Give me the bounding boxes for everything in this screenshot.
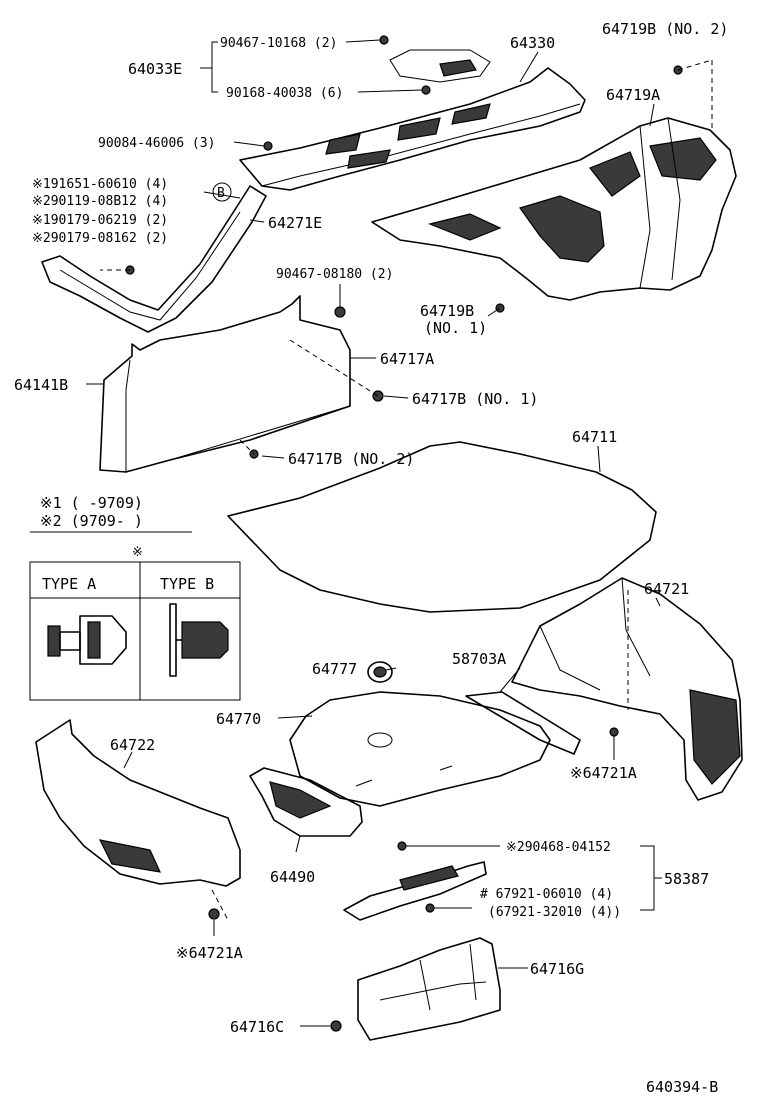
label-290468: ※290468-04152: [506, 840, 611, 855]
label-90168-40038: 90168-40038 (6): [226, 86, 343, 101]
diagram-id: 640394-B: [646, 1078, 718, 1096]
label-58387: 58387: [664, 870, 709, 888]
label-64721A-left: ※64721A: [176, 944, 243, 962]
clip-type-b-icon: [169, 603, 229, 677]
note-1: ※1 ( -9709): [40, 494, 143, 512]
circle-b-text: B: [217, 186, 225, 201]
part-labels: 64033E 90467-10168 (2) 90168-40038 (6) 6…: [14, 20, 728, 1096]
label-64719B-no1: (NO. 1): [424, 319, 487, 337]
label-64719A: 64719A: [606, 86, 660, 104]
deck-board-64770: [289, 691, 551, 807]
cover-58703A: [465, 691, 581, 755]
label-90467-08180: 90467-08180 (2): [276, 267, 393, 282]
label-64719B-no2: 64719B (NO. 2): [602, 20, 728, 38]
leader-lines: [86, 39, 713, 1027]
brace-64271E: [41, 185, 267, 333]
label-64721: 64721: [644, 580, 689, 598]
label-64722: 64722: [110, 736, 155, 754]
tray-64490: [249, 767, 363, 837]
partition-64141B: [99, 295, 351, 473]
trunk-trim-64719A: [371, 117, 737, 301]
label-64330: 64330: [510, 34, 555, 52]
scuff-plate-58387: [343, 861, 487, 921]
cushion-64777: [367, 661, 393, 683]
label-64711: 64711: [572, 428, 617, 446]
label-191651: ※191651-60610 (4): [32, 177, 168, 192]
quarter-trim-64721: [511, 577, 743, 801]
label-90467-10168: 90467-10168 (2): [220, 36, 337, 51]
label-64490: 64490: [270, 868, 315, 886]
panel-64716G: [357, 937, 501, 1041]
note-mark: ※: [132, 545, 143, 560]
circle-b-marker: B: [212, 182, 232, 202]
clip-type-box: [29, 531, 241, 701]
label-90084-46006: 90084-46006 (3): [98, 136, 215, 151]
label-64770: 64770: [216, 710, 261, 728]
label-190179: ※190179-06219 (2): [32, 213, 168, 228]
quarter-trim-64722: [35, 719, 241, 921]
label-64716C: 64716C: [230, 1018, 284, 1036]
label-64271E: 64271E: [268, 214, 322, 232]
label-64716G: 64716G: [530, 960, 584, 978]
label-58703A: 58703A: [452, 650, 506, 668]
label-67921-06010: # 67921-06010 (4): [480, 887, 613, 902]
label-64141B: 64141B: [14, 376, 68, 394]
label-64721A-right: ※64721A: [570, 764, 637, 782]
label-290119: ※290119-08B12 (4): [32, 194, 168, 209]
type-a-label: TYPE A: [42, 575, 96, 593]
label-64717B-no1: 64717B (NO. 1): [412, 390, 538, 408]
label-64719B: 64719B: [420, 302, 474, 320]
label-290179: ※290179-08162 (2): [32, 231, 168, 246]
label-67921-32010: (67921-32010 (4)): [488, 905, 621, 920]
label-64777: 64777: [312, 660, 357, 678]
label-64717A: 64717A: [380, 350, 434, 368]
package-tray-trim-64330: [239, 49, 586, 191]
label-64033E: 64033E: [128, 60, 182, 78]
type-b-label: TYPE B: [160, 575, 214, 593]
clip-type-a-icon: [47, 615, 127, 665]
trunk-mat-64711: [227, 441, 657, 613]
label-64717B-no2: 64717B (NO. 2): [288, 450, 414, 468]
note-2: ※2 (9709- ): [40, 512, 143, 530]
